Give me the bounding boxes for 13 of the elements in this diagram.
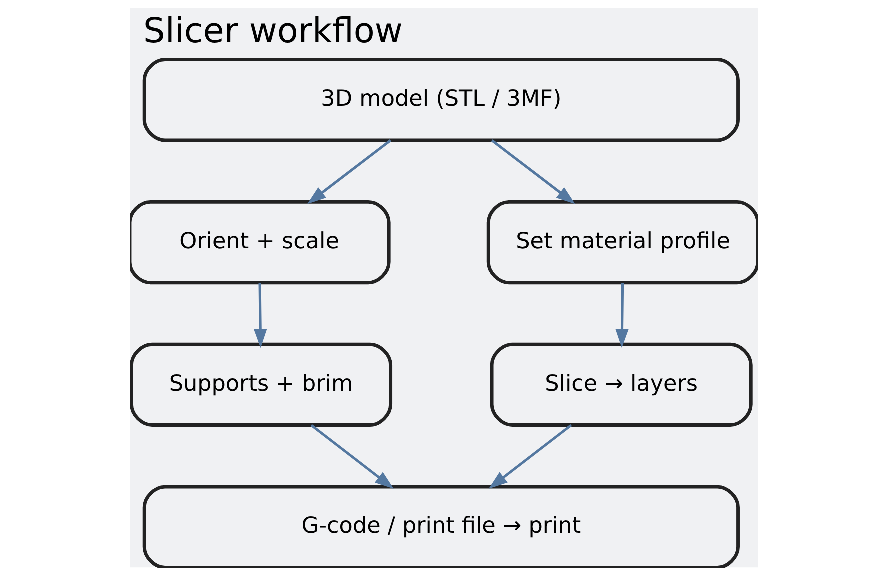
node-box: 3D model (STL / 3MF)	[142, 58, 740, 142]
node-box: G-code / print file → print	[142, 485, 740, 568]
node-box: Slice → layers	[490, 342, 753, 427]
arrow	[491, 140, 576, 204]
arrow	[616, 282, 629, 348]
node-box: Orient + scale	[130, 200, 391, 285]
node-box: Supports + brim	[130, 342, 393, 427]
arrow	[488, 424, 572, 490]
diagram-title: Slicer workflow	[144, 12, 403, 52]
arrow	[254, 282, 268, 348]
arrow	[307, 140, 392, 204]
node-box: Set material profile	[486, 200, 758, 285]
arrow	[310, 424, 394, 490]
